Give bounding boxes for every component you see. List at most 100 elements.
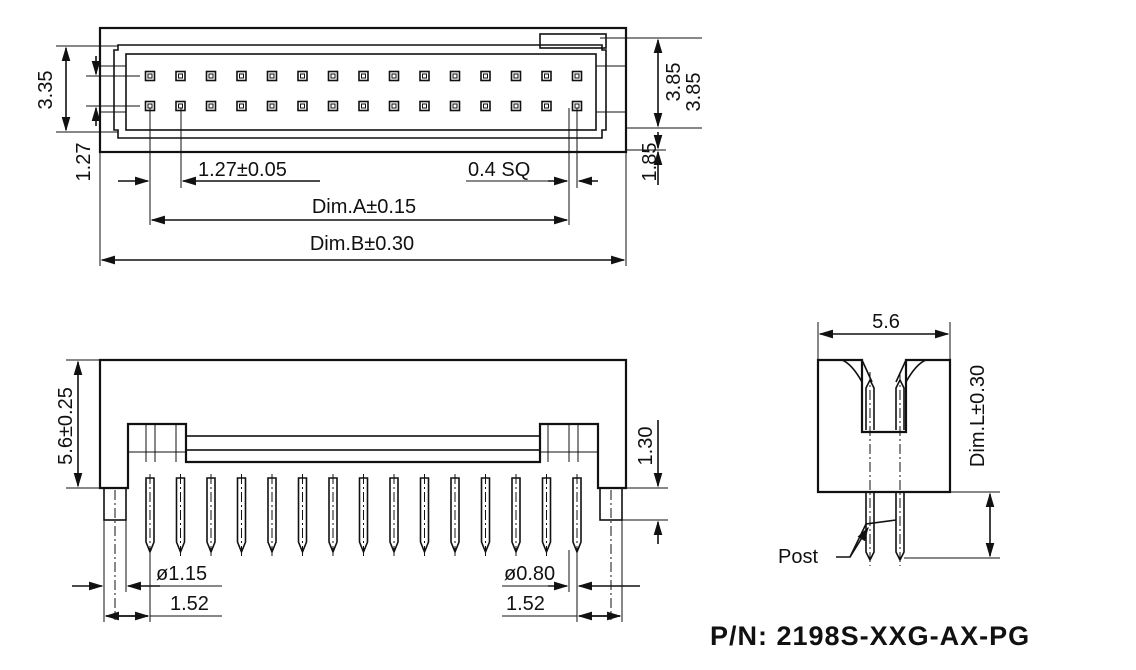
pin-square-inner bbox=[452, 103, 458, 109]
dim-3-35: 3.35 bbox=[35, 71, 57, 110]
pin-square-inner bbox=[147, 73, 153, 79]
pin-square-inner bbox=[544, 103, 549, 109]
dim-1-85: 1.85 bbox=[639, 143, 661, 182]
pin-square-inner bbox=[239, 73, 244, 79]
pin-square bbox=[266, 100, 278, 112]
pin-square bbox=[175, 70, 186, 82]
pin-square bbox=[541, 70, 552, 82]
dim-pitch: 1.27±0.05 bbox=[198, 159, 287, 181]
pin-square-inner bbox=[422, 73, 427, 79]
pin-front bbox=[328, 477, 338, 555]
pin-square-inner bbox=[300, 103, 305, 109]
pin-square-inner bbox=[208, 73, 214, 79]
pin-square-inner bbox=[178, 103, 183, 109]
pin-square bbox=[205, 70, 217, 82]
dim-b: Dim.B±0.30 bbox=[310, 233, 414, 255]
dim-a: Dim.A±0.15 bbox=[312, 196, 416, 218]
pin-square bbox=[419, 70, 430, 82]
pin-square bbox=[571, 70, 583, 82]
pin-square bbox=[358, 100, 369, 112]
top-outer-housing bbox=[98, 26, 628, 154]
pin-square-inner bbox=[544, 73, 549, 79]
pin-square-inner bbox=[208, 103, 214, 109]
pin-square-inner bbox=[178, 73, 183, 79]
pin-square bbox=[388, 70, 400, 82]
pin-square bbox=[541, 100, 552, 112]
side-view: 5.6 Dim.L±0.30 Post bbox=[778, 311, 1000, 568]
dim-pin-square: 0.4 SQ bbox=[468, 159, 530, 181]
pin-square bbox=[510, 100, 522, 112]
pin-front bbox=[358, 477, 369, 555]
top-polarization-key bbox=[539, 33, 607, 49]
pin-square-inner bbox=[391, 73, 397, 79]
pin-square bbox=[236, 70, 247, 82]
top-inner-housing bbox=[113, 44, 607, 139]
pin-front bbox=[175, 477, 186, 555]
pin-square bbox=[388, 100, 400, 112]
pin-square bbox=[358, 70, 369, 82]
pin-front bbox=[480, 477, 491, 555]
pin-front bbox=[572, 477, 582, 555]
pin-square-inner bbox=[452, 73, 458, 79]
pin-front bbox=[145, 477, 155, 555]
pin-square bbox=[327, 70, 339, 82]
top-view: 3.35 1.27 3.85 3.85 1.85 1.27±0.05 0.4 S… bbox=[35, 26, 705, 266]
pin-front bbox=[389, 477, 399, 555]
pin-square-inner bbox=[513, 73, 519, 79]
front-housing bbox=[98, 358, 628, 490]
pin-square-inner bbox=[300, 73, 305, 79]
pin-front bbox=[267, 477, 277, 555]
pin-square-inner bbox=[239, 103, 244, 109]
top-inner-cavity bbox=[125, 53, 597, 131]
pin-square bbox=[205, 100, 217, 112]
dim-side-width: 5.6 bbox=[872, 311, 900, 333]
dim-3-85-b: 3.85 bbox=[683, 73, 705, 112]
pin-square bbox=[297, 70, 308, 82]
pin-square-inner bbox=[147, 103, 153, 109]
pin-front bbox=[236, 477, 247, 555]
pin-square bbox=[327, 100, 339, 112]
pin-square bbox=[510, 70, 522, 82]
pin-square bbox=[449, 100, 461, 112]
pin-square bbox=[236, 100, 247, 112]
right-post bbox=[599, 487, 623, 521]
dim-height: 5.6±0.25 bbox=[55, 387, 77, 465]
pin-square-inner bbox=[361, 103, 366, 109]
pin-front bbox=[450, 477, 460, 555]
pin-square-inner bbox=[269, 73, 275, 79]
pin-square-inner bbox=[574, 103, 580, 109]
side-housing bbox=[816, 358, 952, 494]
pin-front bbox=[297, 477, 308, 555]
pin-square-inner bbox=[330, 73, 336, 79]
pin-square-inner bbox=[513, 103, 519, 109]
pin-square bbox=[449, 70, 461, 82]
post-label: Post bbox=[778, 546, 818, 568]
pin-square bbox=[144, 70, 156, 82]
pin-square-inner bbox=[330, 103, 336, 109]
pin-square-inner bbox=[422, 103, 427, 109]
dim-1-52-left: 1.52 bbox=[170, 593, 209, 615]
front-view: 5.6±0.25 1.30 ø1.15 1.52 ø0.80 1.52 bbox=[55, 358, 668, 622]
pin-square bbox=[419, 100, 430, 112]
pin-front bbox=[206, 477, 216, 555]
pin-front bbox=[511, 477, 521, 555]
dim-3-85-a: 3.85 bbox=[663, 63, 685, 102]
pin-front bbox=[541, 477, 552, 555]
top-pin-array bbox=[144, 70, 583, 112]
dim-l: Dim.L±0.30 bbox=[967, 365, 989, 467]
pin-square-inner bbox=[269, 103, 275, 109]
dim-1-27-vertical: 1.27 bbox=[73, 143, 95, 182]
dim-post-diameter: ø1.15 bbox=[156, 563, 207, 585]
pin-square-inner bbox=[361, 73, 366, 79]
pin-square-inner bbox=[391, 103, 397, 109]
pin-front bbox=[419, 477, 430, 555]
front-pin-array bbox=[145, 474, 582, 556]
pin-square bbox=[480, 70, 491, 82]
dim-1-30: 1.30 bbox=[635, 427, 657, 466]
pin-square bbox=[480, 100, 491, 112]
dim-1-52-right: 1.52 bbox=[506, 593, 545, 615]
part-number: P/N: 2198S-XXG-AX-PG bbox=[710, 621, 1030, 651]
left-post bbox=[103, 487, 127, 521]
pin-square-inner bbox=[574, 73, 580, 79]
